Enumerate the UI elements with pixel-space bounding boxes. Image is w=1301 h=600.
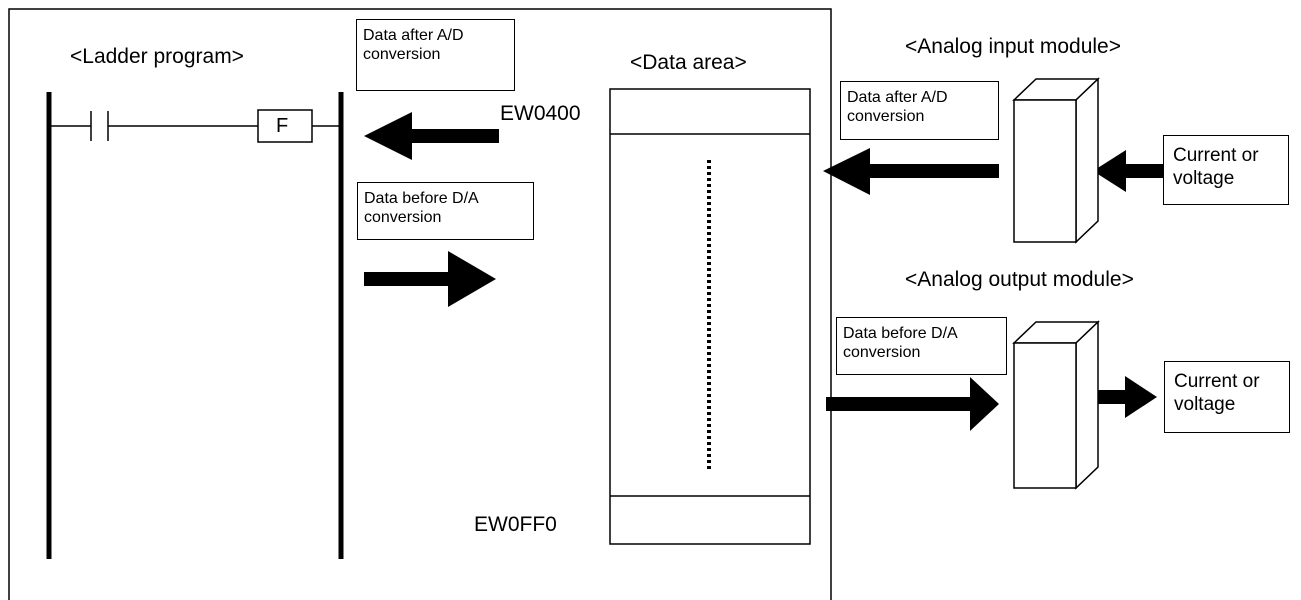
arrow-to-ladder bbox=[364, 112, 499, 160]
analog-input-module bbox=[1012, 77, 1100, 244]
note-da-output-side: Data before D/A conversion bbox=[836, 317, 1007, 375]
note-da-in-frame: Data before D/A conversion bbox=[357, 182, 534, 240]
ladder-rung bbox=[49, 109, 341, 143]
arrow-input-to-data bbox=[823, 148, 999, 195]
ladder-program-title: <Ladder program> bbox=[70, 45, 244, 68]
data-area-column bbox=[609, 88, 811, 545]
arrow-data-to-output bbox=[826, 377, 999, 431]
data-area-start-address: EW0400 bbox=[500, 102, 581, 125]
arrow-output-to-signal bbox=[1091, 376, 1157, 418]
analog-input-title: <Analog input module> bbox=[905, 35, 1121, 58]
function-block-label: F bbox=[276, 115, 289, 137]
arrow-from-ladder bbox=[364, 251, 496, 307]
note-ad-in-frame: Data after A/D conversion bbox=[356, 19, 515, 91]
output-signal-box: Current or voltage bbox=[1164, 361, 1290, 433]
arrow-signal-to-input bbox=[1093, 150, 1163, 192]
frame-border bbox=[8, 8, 832, 600]
analog-output-title: <Analog output module> bbox=[905, 268, 1134, 291]
function-block bbox=[257, 109, 313, 143]
note-ad-input-side: Data after A/D conversion bbox=[840, 81, 999, 140]
data-area-end-address: EW0FF0 bbox=[474, 513, 557, 536]
analog-output-module bbox=[1012, 320, 1100, 490]
data-area-title: <Data area> bbox=[630, 51, 747, 74]
input-signal-box: Current or voltage bbox=[1163, 135, 1289, 205]
